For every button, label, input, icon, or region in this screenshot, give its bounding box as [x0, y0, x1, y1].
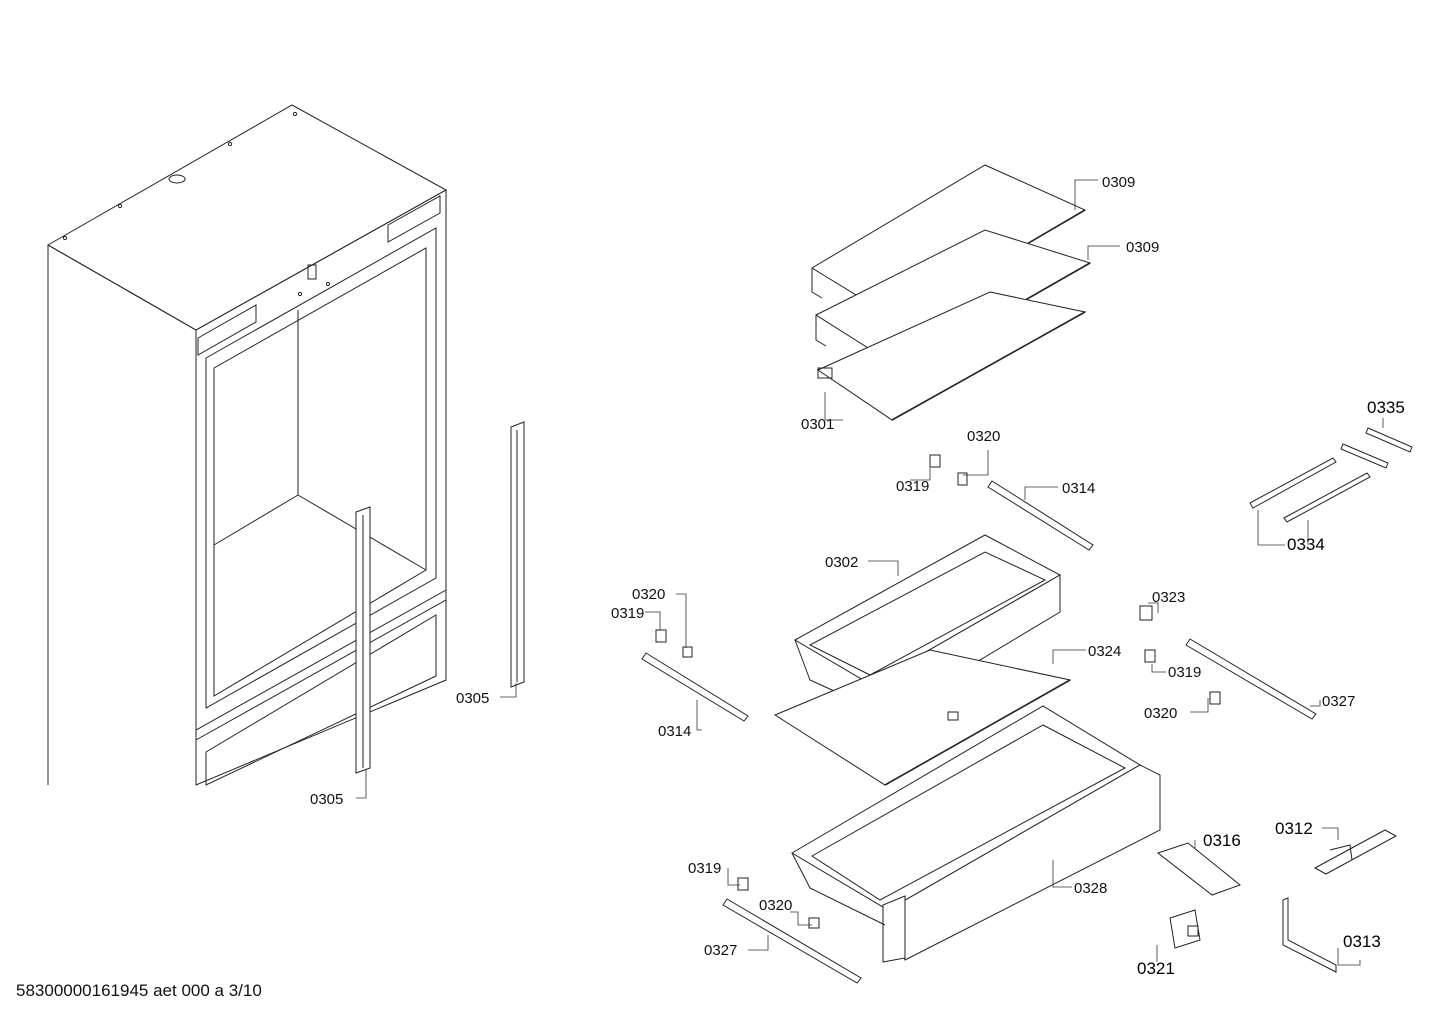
callout-0313: 0313	[1343, 932, 1381, 951]
callout-0314-upper: 0314	[1062, 480, 1095, 497]
glass-shelf-0301	[816, 291, 1087, 421]
callout-0327-lower: 0327	[704, 942, 737, 959]
callout-0301: 0301	[801, 416, 834, 433]
callout-0334: 0334	[1287, 535, 1325, 554]
callout-0320-right: 0320	[1144, 705, 1177, 722]
callout-0305-left: 0305	[310, 791, 343, 808]
rail-0327-right	[1185, 638, 1317, 720]
callout-0328: 0328	[1074, 880, 1107, 897]
callout-0305-right: 0305	[456, 690, 489, 707]
callout-0314-lower: 0314	[658, 723, 691, 740]
document-code: 58300000161945 aet 000 a 3/10	[16, 981, 262, 1000]
callout-0335: 0335	[1367, 398, 1405, 417]
callout-0324: 0324	[1088, 643, 1121, 660]
clips	[655, 454, 1221, 929]
bracket-0312	[1313, 829, 1398, 875]
callout-0323: 0323	[1152, 589, 1185, 606]
callout-0327-right: 0327	[1322, 693, 1355, 710]
callout-0309-top: 0309	[1102, 174, 1135, 191]
callout-0312: 0312	[1275, 819, 1313, 838]
callout-0320-lower: 0320	[759, 897, 792, 914]
callout-0309-middle: 0309	[1126, 239, 1159, 256]
vertical-rail-0305-right	[510, 421, 525, 688]
vertical-rail-0305-left	[355, 506, 371, 774]
drawer-0328	[791, 705, 1161, 963]
callout-0319-left: 0319	[611, 605, 644, 622]
hinge-0321	[1169, 909, 1201, 949]
callout-0302: 0302	[825, 554, 858, 571]
rail-0327-lower	[722, 898, 862, 984]
callout-0320-left: 0320	[632, 586, 665, 603]
drawer-cover-0324	[773, 649, 1072, 786]
cabinet-drawing	[46, 104, 448, 786]
strips-0334-0335	[1249, 427, 1413, 523]
callout-0319-lower: 0319	[688, 860, 721, 877]
callout-0320-upper: 0320	[967, 428, 1000, 445]
plate-0316	[1156, 842, 1242, 896]
callout-0321: 0321	[1137, 959, 1175, 978]
callout-0319-right: 0319	[1168, 664, 1201, 681]
callout-0319-upper: 0319	[896, 478, 929, 495]
rail-0314-lower	[641, 652, 749, 722]
callout-labels: 0309 0309 0301 0320 0319 0314 0335 0334 …	[310, 174, 1405, 978]
leader-lines	[356, 179, 1384, 966]
bracket-0313	[1282, 897, 1337, 973]
rail-0314-upper	[987, 480, 1094, 551]
callout-0316: 0316	[1203, 831, 1241, 850]
